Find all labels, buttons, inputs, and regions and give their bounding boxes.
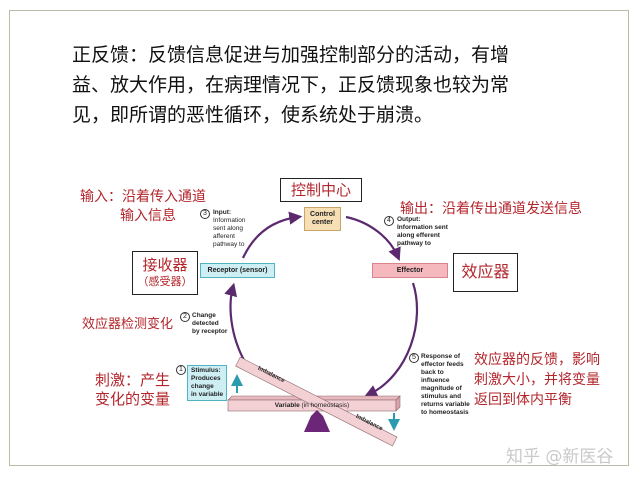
slide-heading: 正反馈：反馈信息促进与加强控制部分的活动，有增 益、放大作用，在病理情况下，正反… [72,40,592,130]
control-center-cn-box: 控制中心 [280,178,362,202]
receptor-box: Receptor (sensor) [200,263,275,278]
arrow-imbalance-to-receptor [224,282,246,363]
arrow-receptor-to-control [242,211,303,259]
response-annotation-line2: 刺激大小，并将变量 [474,372,600,388]
control-center-box: Control center [304,207,341,231]
heading-line-2: 益、放大作用，在病理情况下，正反馈现象也较为常 [72,74,510,96]
input-annotation-line1: 输入：沿着传入通道 [80,189,206,205]
stimulus-annotation-line2: 变化的变量 [95,390,171,408]
step-3-badge: 3 [200,209,210,219]
variable-label: Variable (in homeostasis) [274,402,350,409]
fulcrum [304,416,330,432]
step-2-badge: 2 [180,312,190,322]
step-4-badge: 4 [384,216,394,226]
step-1-badge: 1 [176,365,186,375]
heading-line-1: 正反馈：反馈信息促进与加强控制部分的活动，有增 [72,44,510,66]
imbalance-beam [235,356,398,447]
watermark: 知乎 @新医谷 [506,447,614,467]
change-detected-annotation: 效应器检测变化 [82,317,174,332]
effector-cn-box: 效应器 [453,253,518,292]
response-annotation-line1: 效应器的反馈，影响 [474,352,600,368]
receptor-cn-box: 接收器 （感受器） [132,251,198,295]
input-annotation-line2: 输入信息 [120,208,176,224]
slide-frame [9,10,629,466]
stimulus-annotation-line1: 刺激：产生 [95,371,171,389]
response-annotation-line3: 返回到体内平衡 [474,392,572,408]
heading-line-3: 见，即所谓的恶性循环，使系统处于崩溃。 [72,104,434,126]
step-5-badge: 5 [409,353,419,363]
arrow-control-to-effector [345,215,401,262]
arrow-effector-to-variable [364,282,419,398]
effector-box: Effector [372,263,448,278]
output-annotation: 输出：沿着传出通道发送信息 [400,201,582,217]
